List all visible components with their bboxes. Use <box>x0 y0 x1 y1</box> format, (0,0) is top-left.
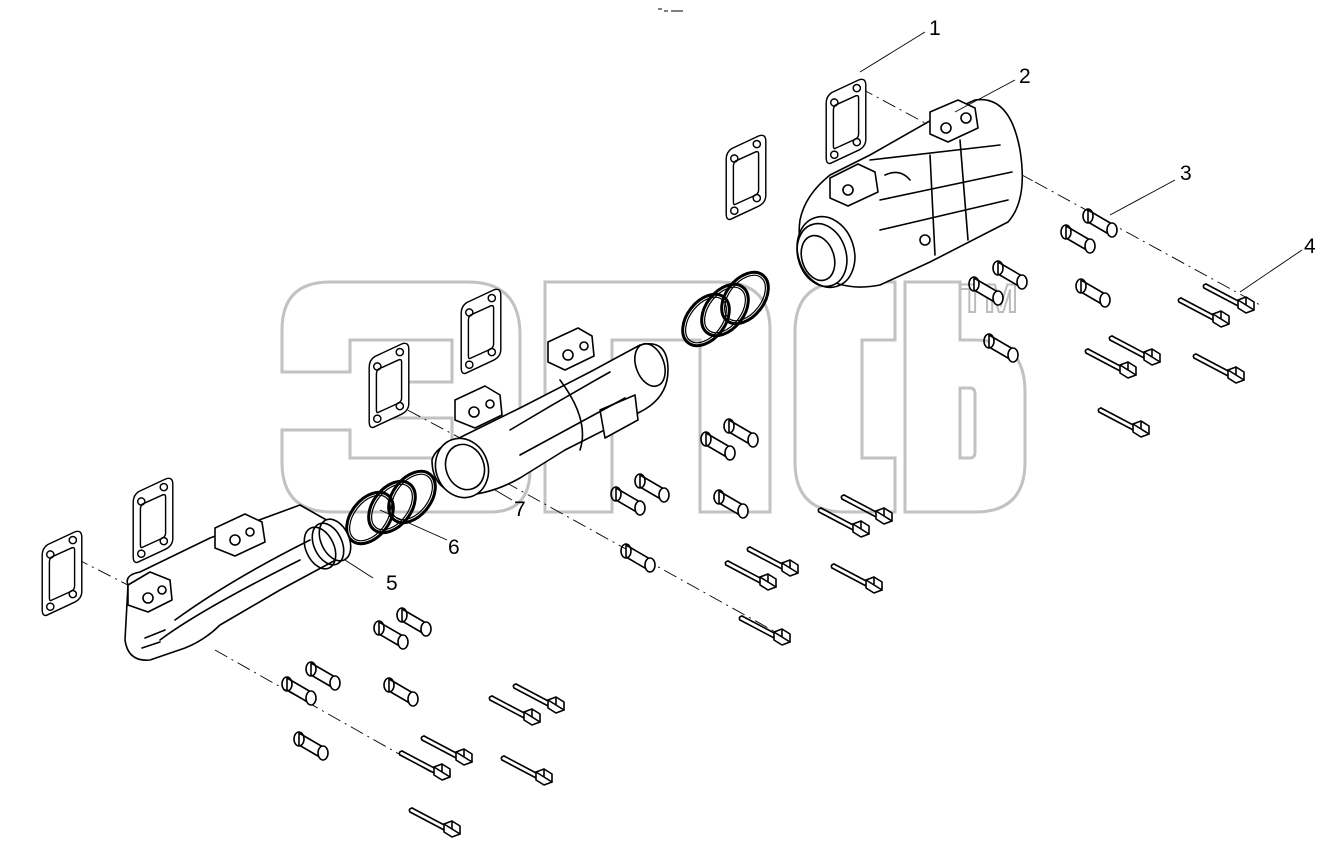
gasket-lower-right <box>132 477 174 564</box>
callout-leader-lines <box>344 31 1303 579</box>
callout-4: 4 <box>1304 235 1316 258</box>
header-mark <box>658 8 683 12</box>
callout-1: 1 <box>929 17 941 40</box>
gasket-center-left <box>368 342 410 429</box>
manifold-section-rear <box>796 98 1024 289</box>
gasket-center-right <box>460 288 502 375</box>
gasket-upper-middle <box>725 134 767 221</box>
callout-2: 2 <box>1019 65 1031 88</box>
gasket-1 <box>825 78 867 165</box>
callout-6: 6 <box>448 536 460 559</box>
gasket-lower-left <box>41 530 83 617</box>
callout-7: 7 <box>514 498 526 521</box>
assembly-center-lines <box>74 87 1261 781</box>
manifold-section-middle <box>431 327 669 499</box>
callout-5: 5 <box>386 572 398 595</box>
flange-bolts <box>398 283 1255 838</box>
manifold-section-front <box>124 504 352 661</box>
callout-labels: 1 2 3 4 5 6 7 <box>386 17 1316 595</box>
callout-3: 3 <box>1180 162 1192 185</box>
o-ring-set-lower <box>335 460 447 555</box>
